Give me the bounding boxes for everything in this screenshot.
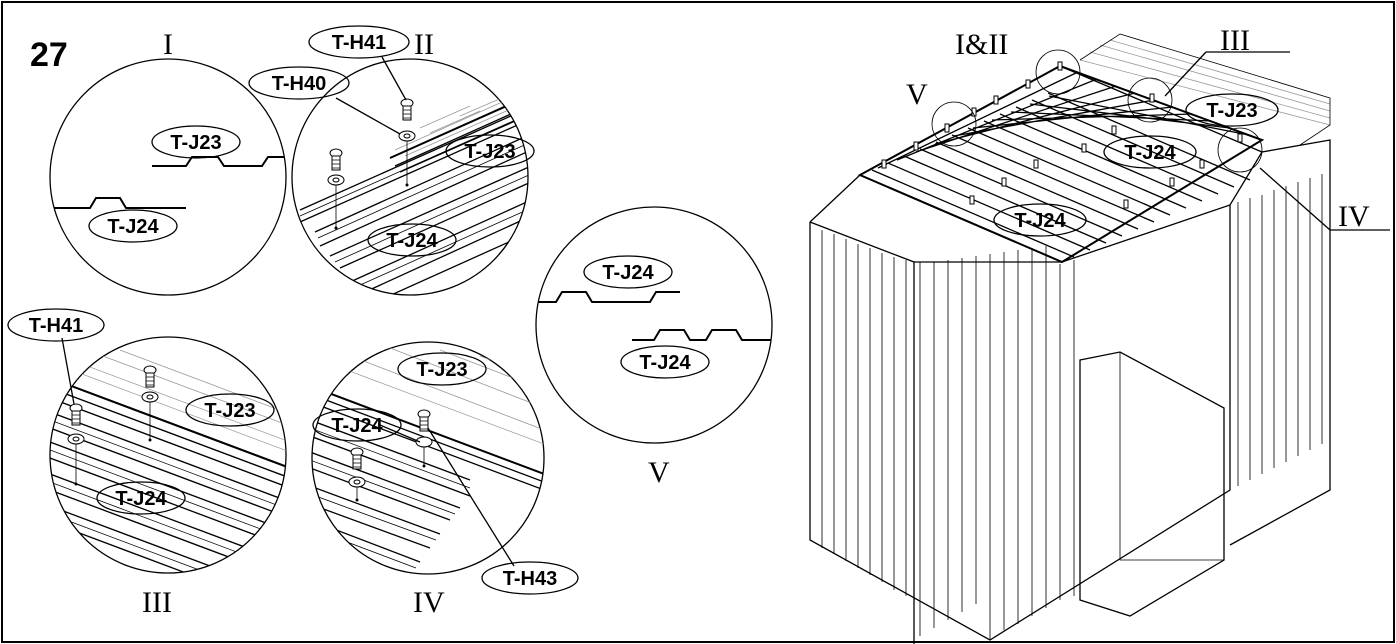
roman-III: III <box>142 586 172 619</box>
label-II-th40: T-H40 <box>272 73 326 95</box>
detail-view-I: T-J23 T-J24 I <box>49 28 287 296</box>
label-IV-tj23: T-J23 <box>416 359 467 381</box>
label-II-tj23: T-J23 <box>464 141 515 163</box>
callout-III: III <box>1220 24 1250 57</box>
detail-view-II: T-H41 T-H40 T-J23 T-J24 II <box>248 25 535 296</box>
callout-I-and-II: I&II <box>955 28 1008 61</box>
label-V-tj24-top: T-J24 <box>602 262 654 284</box>
detail-view-V: T-J24 T-J24 V <box>535 206 773 489</box>
label-IV-tj24: T-J24 <box>331 415 383 437</box>
screw-icon <box>398 98 416 187</box>
label-II-tj24: T-J24 <box>386 230 438 252</box>
label-III-tj23: T-J23 <box>204 400 255 422</box>
callout-IV: IV <box>1338 200 1370 233</box>
screw-icon <box>67 403 85 486</box>
screw-icon <box>415 409 433 468</box>
label-I-tj23: T-J23 <box>170 132 221 154</box>
label-III-tj24: T-J24 <box>115 488 167 510</box>
screw-icon <box>327 148 345 230</box>
label-V-tj24-bottom: T-J24 <box>639 352 691 374</box>
detail-view-III: T-H41 T-J23 T-J24 III <box>7 308 287 619</box>
label-III-th41: T-H41 <box>29 315 83 337</box>
roman-V: V <box>648 456 670 489</box>
label-IV-th43: T-H43 <box>503 568 557 590</box>
shed-main-view <box>809 33 1390 644</box>
roman-I: I <box>163 28 173 61</box>
screw-icon <box>141 365 159 442</box>
detail-view-IV: T-J23 T-J24 T-H43 IV <box>311 341 579 619</box>
callout-V: V <box>906 78 928 111</box>
label-II-th41: T-H41 <box>332 32 386 54</box>
label-I-tj24: T-J24 <box>107 216 159 238</box>
main-label-tj23: T-J23 <box>1206 100 1257 122</box>
roof-screws <box>881 61 1243 209</box>
roman-II: II <box>414 28 434 61</box>
screw-icon <box>348 447 366 502</box>
roman-IV: IV <box>413 586 445 619</box>
main-label-tj24-lower: T-J24 <box>1014 210 1066 232</box>
step-number: 27 <box>30 36 68 74</box>
main-label-tj24-upper: T-J24 <box>1124 142 1176 164</box>
